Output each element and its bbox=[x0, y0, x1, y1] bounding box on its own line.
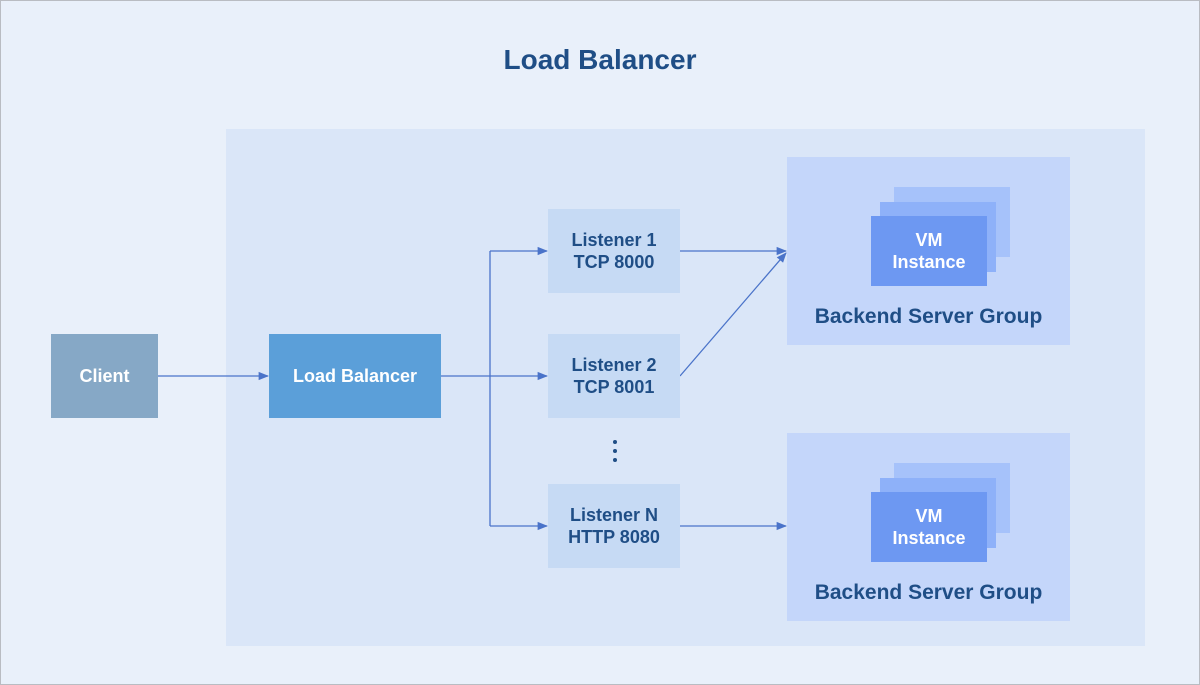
client-label: Client bbox=[79, 366, 130, 386]
vm-label-line1: VM bbox=[915, 506, 943, 526]
listener-n-name: Listener N bbox=[569, 505, 659, 525]
vm-label-line2: Instance bbox=[892, 528, 966, 548]
listener-2-protocol: TCP 8001 bbox=[573, 377, 655, 397]
dot bbox=[613, 440, 617, 444]
load-balancer-node: Load Balancer bbox=[269, 334, 441, 418]
backend-server-group-1: VM Instance Backend Server Group bbox=[787, 157, 1070, 345]
ellipsis-dots bbox=[612, 440, 618, 462]
listener-1-name: Listener 1 bbox=[571, 230, 657, 250]
listener-n-node: Listener N HTTP 8080 bbox=[548, 484, 680, 568]
listener-1-protocol: TCP 8000 bbox=[573, 252, 655, 272]
listener-2-name: Listener 2 bbox=[571, 355, 657, 375]
listener-n-protocol: HTTP 8080 bbox=[568, 527, 660, 547]
backend-server-group-2: VM Instance Backend Server Group bbox=[787, 433, 1070, 621]
backend-group-label: Backend Server Group bbox=[814, 305, 1043, 328]
vm-instance-node: VM Instance bbox=[871, 492, 987, 562]
listener-1-node: Listener 1 TCP 8000 bbox=[548, 209, 680, 293]
load-balancer-label: Load Balancer bbox=[292, 366, 418, 386]
dot bbox=[613, 449, 617, 453]
vm-label-line2: Instance bbox=[892, 252, 966, 272]
vm-label-line1: VM bbox=[915, 230, 943, 250]
listener-2-node: Listener 2 TCP 8001 bbox=[548, 334, 680, 418]
backend-group-label: Backend Server Group bbox=[814, 581, 1043, 604]
vm-instance-node: VM Instance bbox=[871, 216, 987, 286]
diagram-title: Load Balancer bbox=[503, 44, 697, 75]
listener-2-to-group-1-arrow bbox=[679, 252, 787, 377]
client-node: Client bbox=[51, 334, 158, 418]
dot bbox=[613, 458, 617, 462]
